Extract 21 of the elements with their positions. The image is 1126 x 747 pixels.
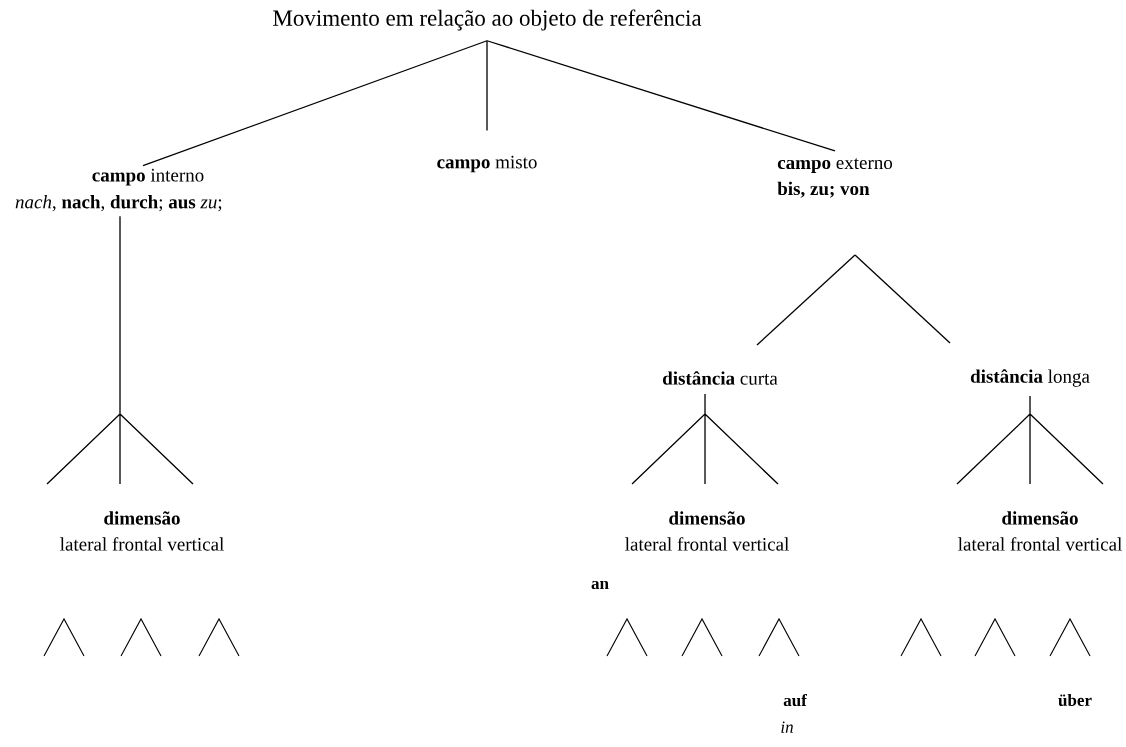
tree-node-label: campo interno nach, nach, durch; aus zu;: [15, 168, 222, 212]
tree-node-label: dimensão lateral frontal vertical: [958, 511, 1122, 551]
label-text: über: [1058, 694, 1092, 706]
tree-branch: [631, 393, 779, 485]
tree-node-label: dimensão lateral frontal vertical: [60, 511, 224, 551]
tree-branch: [46, 215, 194, 485]
label-text: an: [591, 580, 609, 590]
tree-node-label: distância curta: [663, 371, 778, 385]
title-text: Movimento em relação ao objeto de referência: [273, 9, 702, 31]
tree-branch: [854, 254, 951, 344]
tree-node-label: campo externo bis, zu; von: [777, 158, 893, 198]
label-text: auf: [783, 693, 807, 707]
tree-branch: [756, 254, 856, 346]
tree-branch: [486, 40, 488, 132]
tree-node-label: distância longa: [970, 369, 1090, 387]
tree-branch: [142, 40, 488, 167]
tree-branch: [486, 40, 836, 152]
tree-node-label: dimensão lateral frontal vertical: [625, 511, 789, 551]
label-text: in: [781, 721, 793, 733]
tree-branch: [956, 395, 1104, 485]
tree-node-label: campo misto: [437, 155, 537, 173]
